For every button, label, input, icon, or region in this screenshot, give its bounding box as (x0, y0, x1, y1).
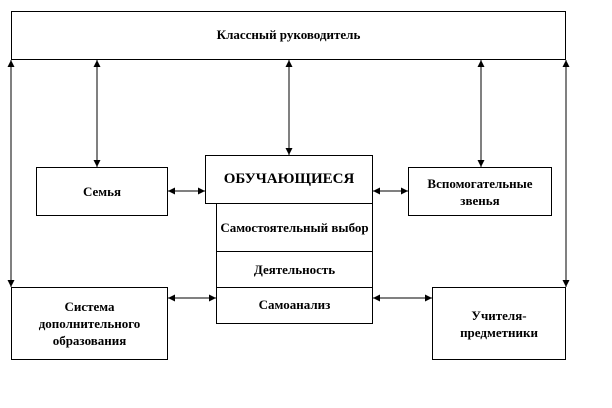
additional-education-label: Система дополнительного образования (38, 299, 141, 348)
independent-choice-box: Самостоятельный выбор (216, 203, 373, 252)
self-analysis-box: Самоанализ (216, 287, 373, 324)
activity-label: Деятельность (253, 262, 336, 277)
family-box: Семья (36, 167, 168, 216)
additional-education-box: Система дополнительного образования (11, 287, 168, 360)
independent-choice-label: Самостоятельный выбор (220, 220, 369, 235)
family-label: Семья (82, 184, 122, 199)
head-teacher-label: Классный руководитель (216, 27, 361, 42)
students-label: ОБУЧАЮЩИЕСЯ (223, 171, 355, 187)
subject-teachers-box: Учителя-предметники (432, 287, 566, 360)
head-teacher-box: Классный руководитель (11, 11, 566, 60)
students-box: ОБУЧАЮЩИЕСЯ (205, 155, 373, 204)
subject-teachers-label: Учителя-предметники (460, 307, 538, 340)
support-units-label: Вспомогательные звенья (427, 175, 533, 208)
activity-box: Деятельность (216, 251, 373, 288)
self-analysis-label: Самоанализ (258, 297, 331, 312)
support-units-box: Вспомогательные звенья (408, 167, 552, 216)
